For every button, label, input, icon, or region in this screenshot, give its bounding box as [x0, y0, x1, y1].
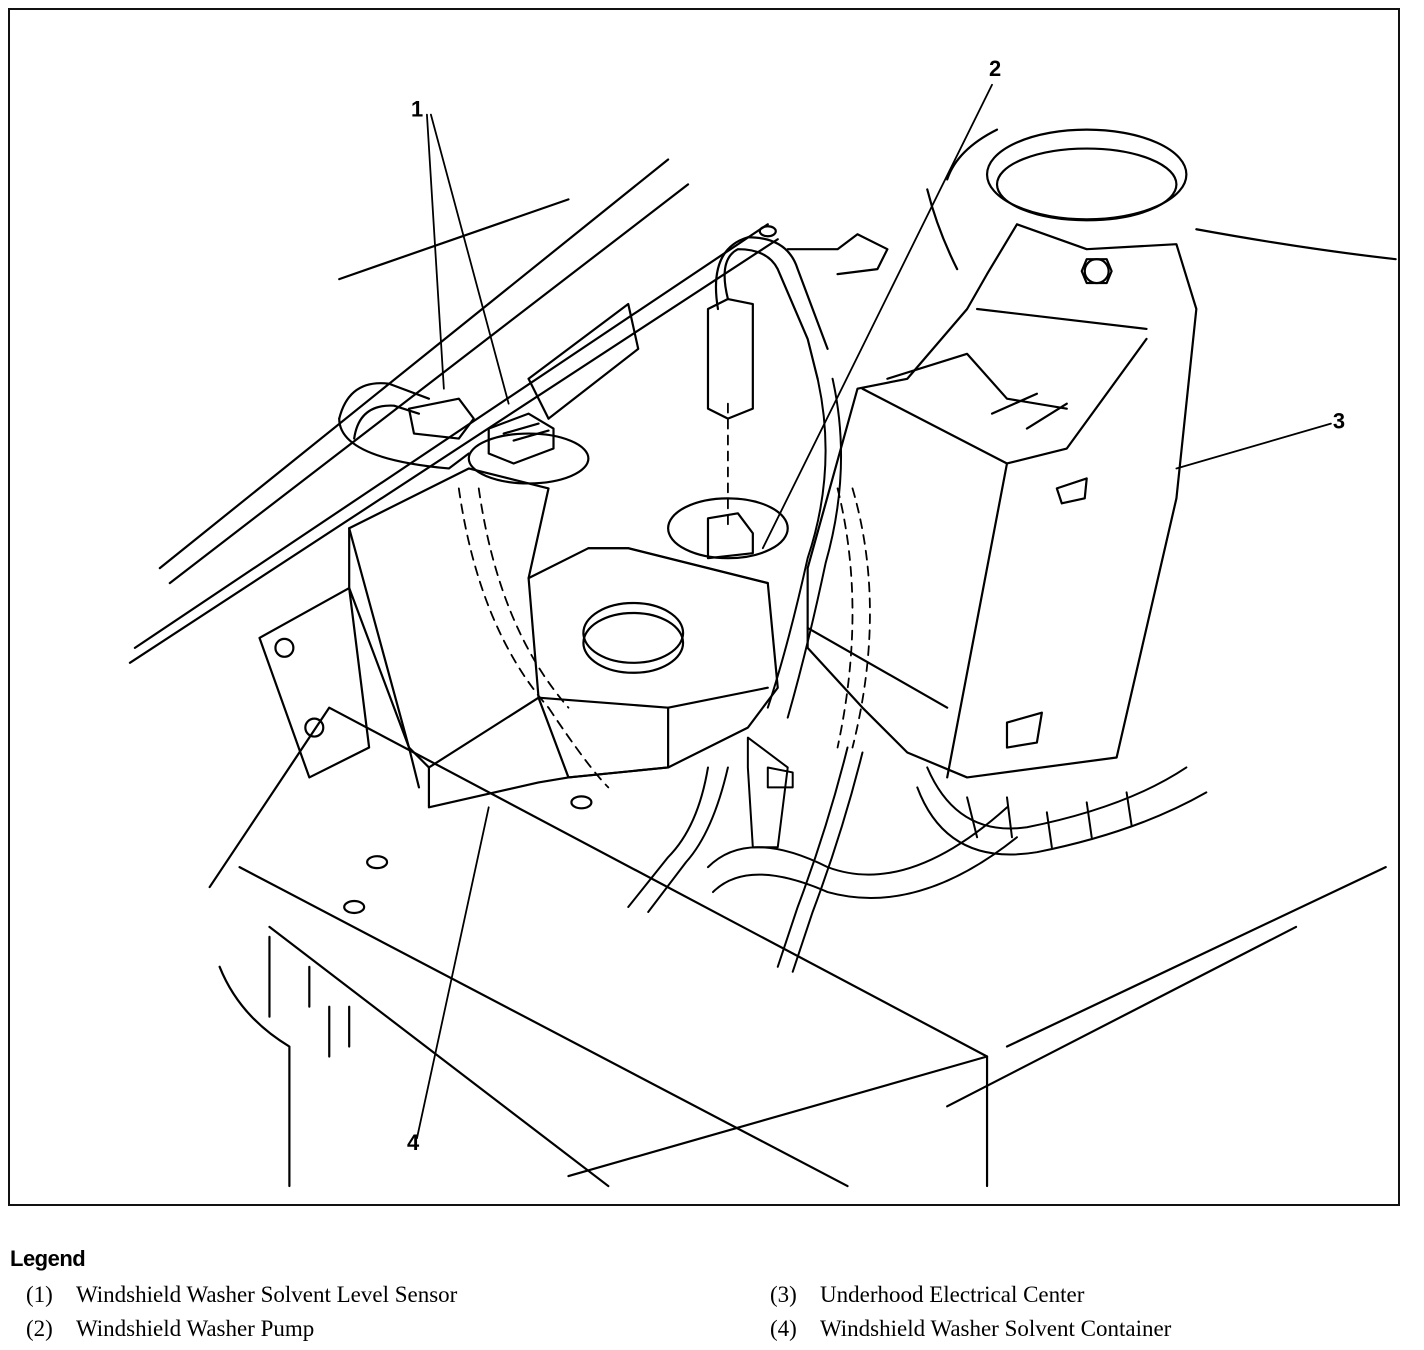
legend-item-3: (3) Underhood Electrical Center: [770, 1282, 1084, 1308]
callout-2: 2: [989, 56, 1001, 81]
engine-bay-illustration: 1 2 3 4: [128, 56, 1397, 1188]
washer-pump: [667, 225, 889, 560]
hidden-outlines: [457, 402, 871, 789]
legend-number: (2): [26, 1316, 53, 1341]
diagram-figure: 1 2 3 4: [8, 8, 1400, 1206]
wiring-harness-center: [627, 377, 864, 973]
legend-item-2: (2) Windshield Washer Pump: [26, 1316, 314, 1342]
legend-number: (3): [770, 1282, 797, 1307]
fender-lines: [128, 158, 779, 664]
underhood-electrical-center: [806, 223, 1198, 779]
legend-text: Windshield Washer Pump: [76, 1316, 315, 1341]
level-sensor: [338, 382, 590, 485]
callout-3: 3: [1333, 409, 1345, 434]
legend-item-4: (4) Windshield Washer Solvent Container: [770, 1316, 1171, 1342]
washer-solvent-container: [258, 302, 779, 810]
legend-number: (1): [26, 1282, 53, 1307]
callout-4: 4: [407, 1130, 420, 1155]
front-frame: [208, 706, 1387, 1188]
leader-lines: [416, 83, 1332, 1140]
legend-item-1: (1) Windshield Washer Solvent Level Senso…: [26, 1282, 457, 1308]
wiring-harness-right: [706, 766, 1208, 899]
callout-1: 1: [411, 97, 423, 122]
legend-title: Legend: [10, 1246, 86, 1271]
strut-tower: [926, 128, 1397, 271]
legend-text: Underhood Electrical Center: [820, 1282, 1085, 1307]
legend-text: Windshield Washer Solvent Container: [820, 1316, 1172, 1341]
legend-number: (4): [770, 1316, 797, 1341]
legend-text: Windshield Washer Solvent Level Sensor: [76, 1282, 458, 1307]
